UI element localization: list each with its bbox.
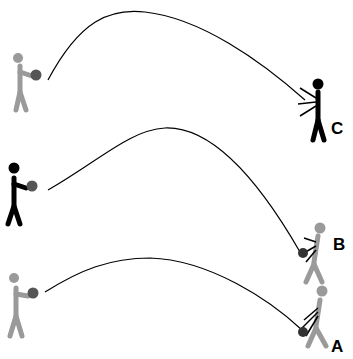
row-letter: C [331, 120, 343, 137]
trajectory-b [48, 128, 300, 252]
ball [28, 288, 39, 299]
figure-head [313, 79, 324, 90]
thrower-figure [16, 66, 32, 110]
figure-head [315, 223, 326, 234]
thrower-figure [8, 178, 26, 224]
trajectory-a [45, 258, 302, 330]
row-letter: B [333, 236, 345, 253]
figure-head [317, 286, 328, 297]
figure-head [9, 163, 20, 174]
trajectory-c [48, 11, 305, 100]
figure-head [9, 273, 19, 283]
catcher-figure [306, 236, 322, 282]
ball [27, 181, 38, 192]
thrower-figure [10, 288, 28, 336]
catcher-figure [313, 92, 324, 140]
catcher-arms [298, 88, 316, 116]
row-letter: A [331, 338, 343, 355]
ball [298, 248, 308, 258]
catcher-figure [308, 300, 326, 346]
ball-trajectories [45, 11, 305, 330]
ball [31, 70, 42, 81]
figure-head [13, 53, 23, 63]
ball [298, 327, 308, 337]
